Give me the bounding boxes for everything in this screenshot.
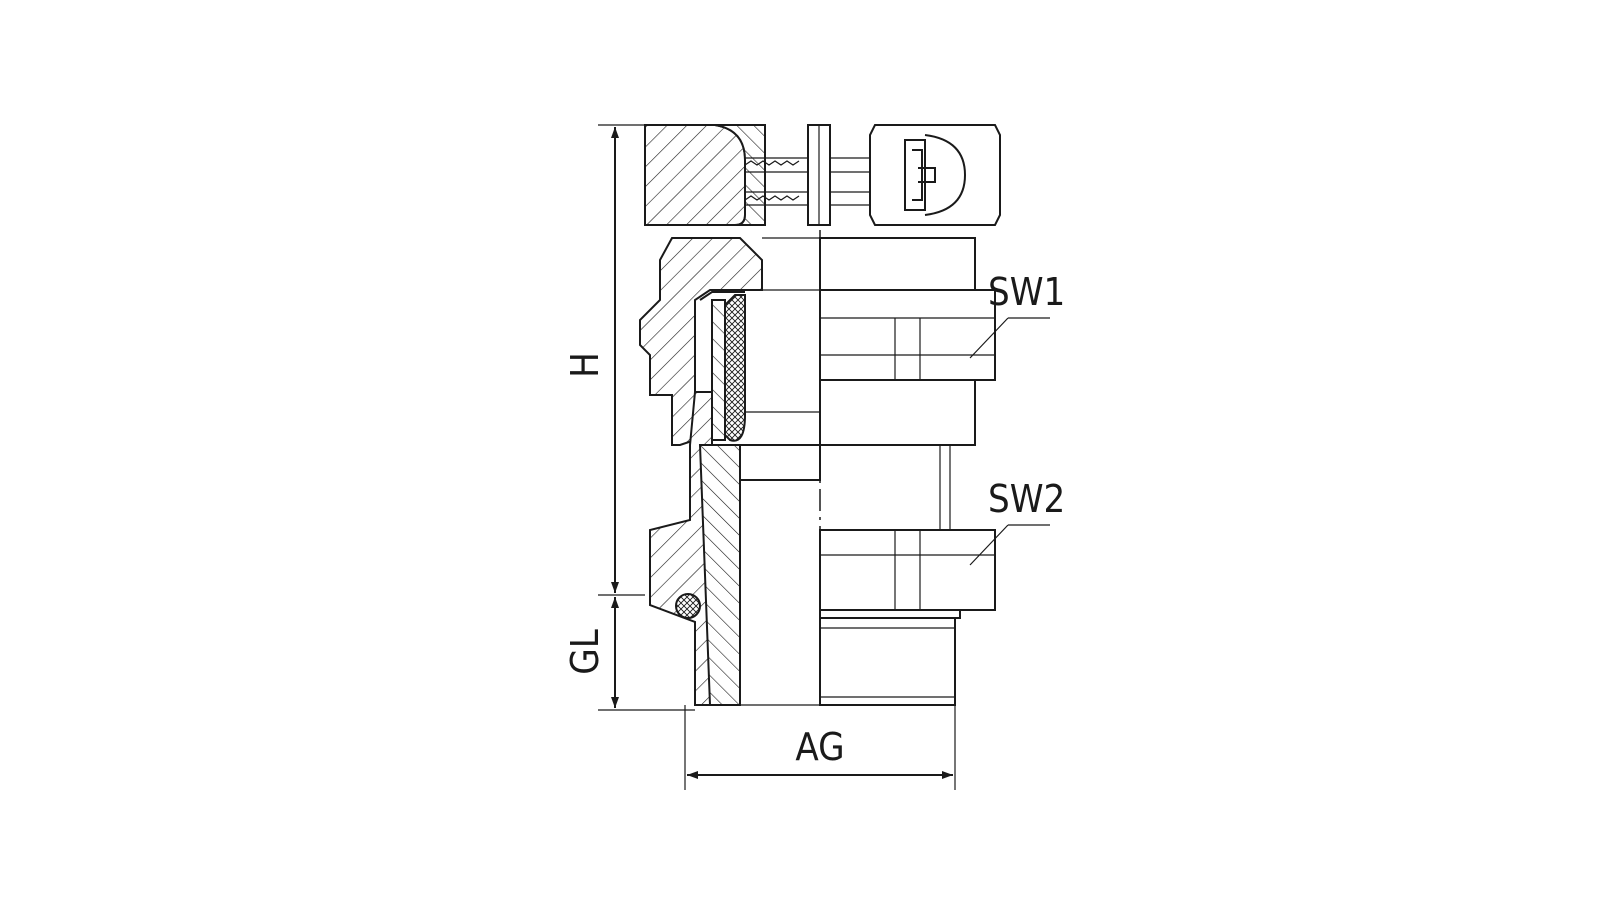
dimension-h-label: H [563, 352, 607, 378]
sw2-label: SW2 [988, 477, 1065, 521]
o-ring [675, 593, 701, 619]
dome-nut-section [639, 237, 763, 446]
dimension-ag [684, 705, 956, 790]
clamp-bar [807, 124, 831, 226]
clamp-section [644, 124, 808, 226]
dimension-ag-label: AG [795, 725, 844, 769]
sealing-insert [699, 291, 746, 442]
clamp-screw-view [830, 124, 1001, 226]
leader-sw1 [969, 317, 1050, 359]
body-view [739, 444, 996, 706]
dimension-h [598, 124, 645, 596]
body-section [649, 391, 741, 706]
dimension-gl-label: GL [563, 629, 607, 675]
sw1-label: SW1 [988, 270, 1065, 314]
leader-sw2 [969, 524, 1050, 566]
dimension-gl [598, 597, 695, 711]
dome-nut-view [740, 237, 996, 446]
